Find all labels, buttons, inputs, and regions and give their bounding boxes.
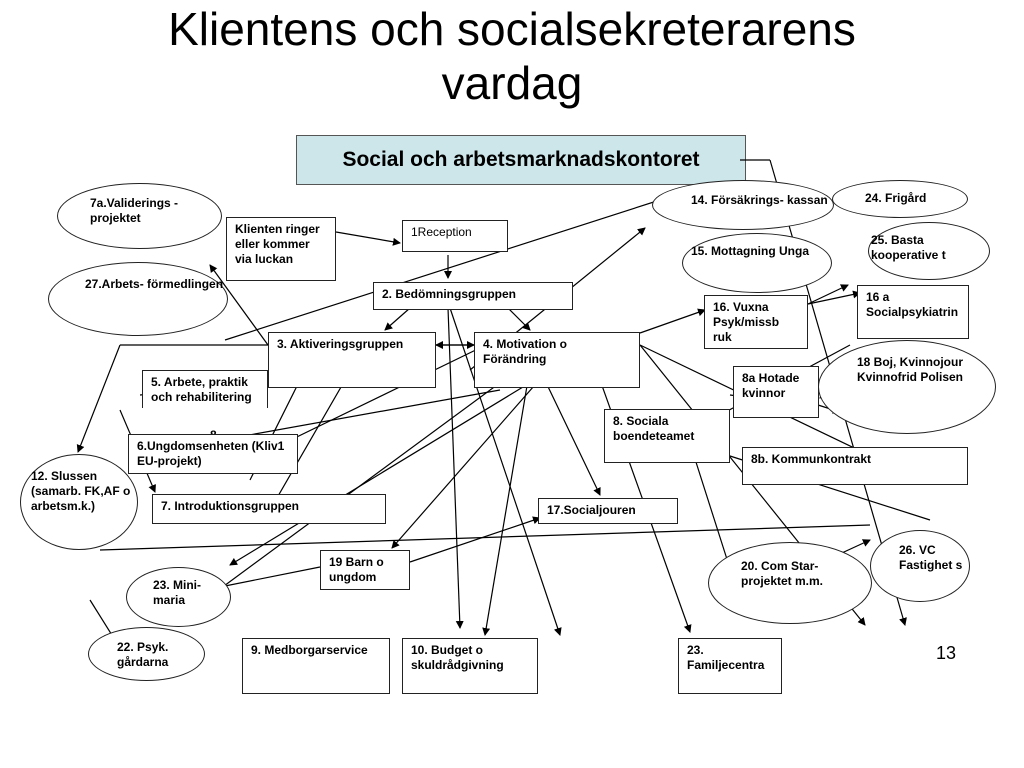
node-assessment-group[interactable]: 2. Bedömningsgruppen [373, 282, 573, 310]
oval-comstar-project[interactable]: 20. Com Star- projektet m.m. [708, 542, 872, 624]
oval-mini-maria[interactable]: 23. Mini- maria [126, 567, 231, 627]
slide-title-line1: Klientens och socialsekreterarens [168, 3, 856, 55]
node-work-practice[interactable]: 5. Arbete, praktik och rehabilitering [142, 370, 268, 408]
node-reception[interactable]: 1Reception [402, 220, 508, 252]
node-activation-group[interactable]: 3. Aktiveringsgruppen [268, 332, 436, 388]
oval-insurance-office[interactable]: 14. Försäkrings- kassan [652, 180, 834, 230]
oval-employment-service[interactable]: 27.Arbets- förmedlingen [48, 262, 228, 336]
node-housing-team[interactable]: 8. Sociala boendeteamet [604, 409, 730, 463]
oval-frigard[interactable]: 24. Frigård [832, 180, 968, 218]
node-children-youth[interactable]: 19 Barn o ungdom [320, 550, 410, 590]
slide-title: Klientens och socialsekreterarens vardag [0, 2, 1024, 110]
node-family-centres[interactable]: 23. Familjecentra [678, 638, 782, 694]
node-motivation-change[interactable]: 4. Motivation o Förändring [474, 332, 640, 388]
social-office-header: Social och arbetsmarknadskontoret [296, 135, 746, 185]
slide-title-line2: vardag [441, 57, 583, 109]
oval-women-shelter[interactable]: 18 Boj, Kvinnojour Kvinnofrid Polisen [818, 340, 996, 434]
node-municipal-contract[interactable]: 8b. Kommunkontrakt [742, 447, 968, 485]
node-adult-psych-abuse[interactable]: 16. Vuxna Psyk/missb ruk [704, 295, 808, 349]
oval-vc-properties[interactable]: 26. VC Fastighet s [870, 530, 970, 602]
oval-psych-farms[interactable]: 22. Psyk. gårdarna [88, 627, 205, 681]
node-citizen-service[interactable]: 9. Medborgarservice [242, 638, 390, 694]
node-budget-debt[interactable]: 10. Budget o skuldrådgivning [402, 638, 538, 694]
node-client-calls[interactable]: Klienten ringer eller kommer via luckan [226, 217, 336, 281]
oval-basta-coop[interactable]: 25. Basta kooperative t [868, 222, 990, 280]
oval-validation-project[interactable]: 7a.Validerings -projektet [57, 183, 222, 249]
node-youth-unit[interactable]: 6.Ungdomsenheten (Kliv1 EU-projekt) [128, 434, 298, 474]
node-introduction-group[interactable]: 7. Introduktionsgruppen [152, 494, 386, 524]
node-social-psychiatry[interactable]: 16 a Socialpsykiatrin [857, 285, 969, 339]
oval-slussen[interactable]: 12. Slussen (samarb. FK,AF o arbetsm.k.) [20, 454, 138, 550]
oval-youth-reception[interactable]: 15. Mottagning Unga [682, 233, 832, 293]
node-threatened-women[interactable]: 8a Hotade kvinnor [733, 366, 819, 418]
node-social-emergency[interactable]: 17.Socialjouren [538, 498, 678, 524]
page-number: 13 [936, 643, 957, 663]
